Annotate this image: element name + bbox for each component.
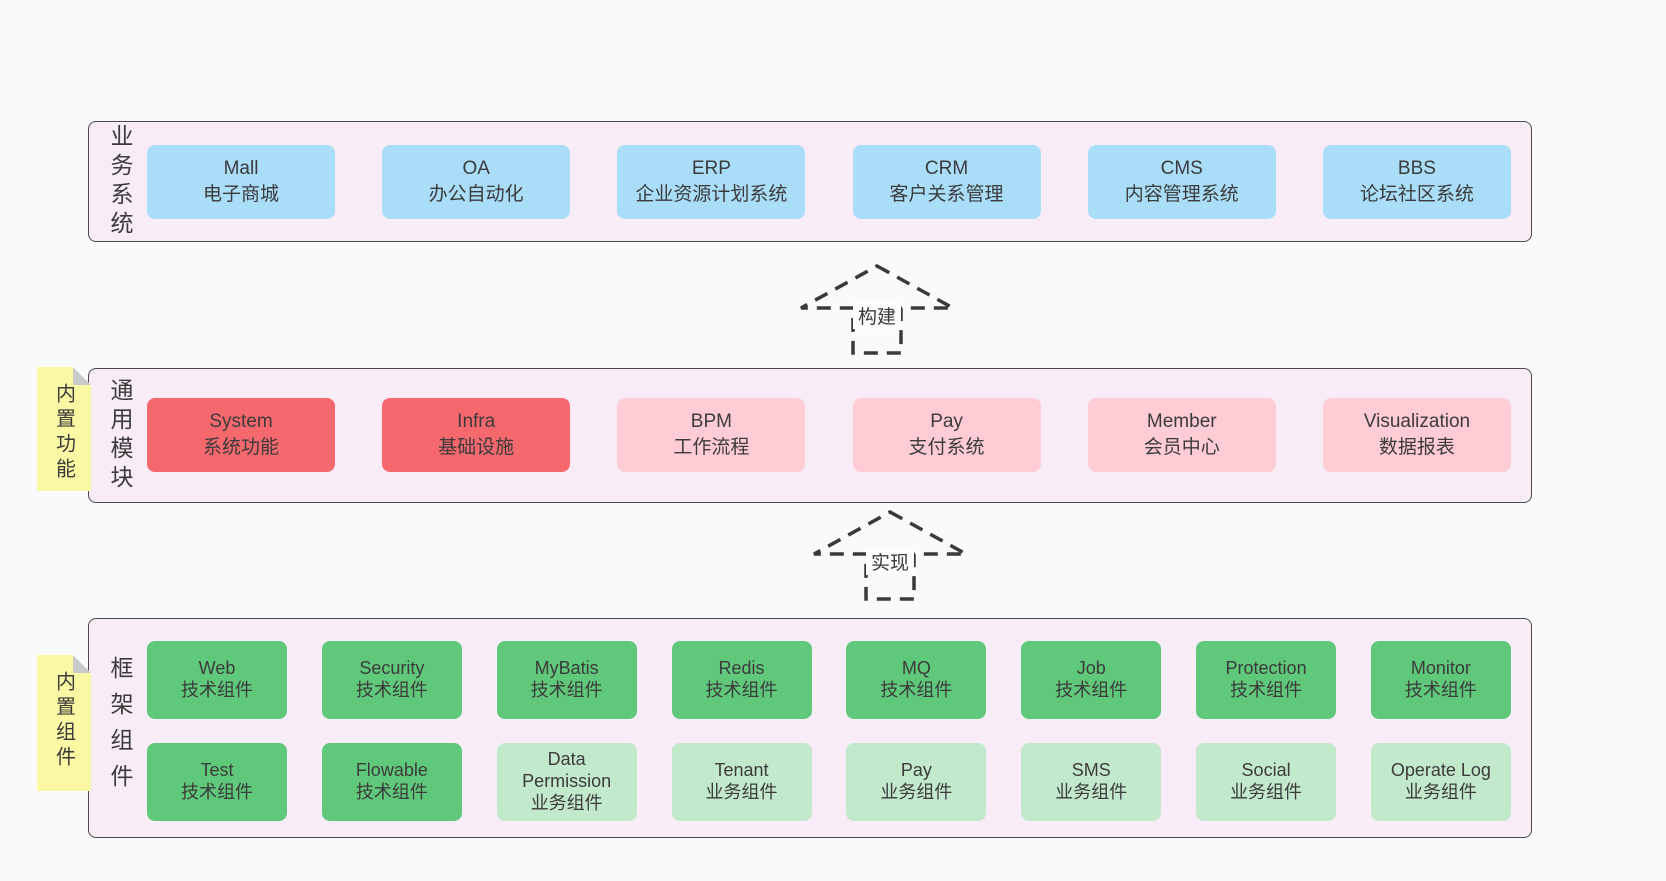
framework-components-row-1: Web 技术组件 Security 技术组件 MyBatis 技术组件 Redi… [147, 641, 1511, 719]
build-arrow: 构建 [797, 262, 957, 357]
sticky-note-builtin-features: 内置功能 [37, 367, 91, 491]
box-crm: CRM 客户关系管理 [852, 145, 1041, 219]
box-member: Member 会员中心 [1087, 398, 1276, 472]
layer-framework-components: 内置组件 框架组件 Web 技术组件 Security 技术组件 MyBatis… [88, 618, 1532, 838]
box-security: Security 技术组件 [321, 641, 462, 719]
box-cms: CMS 内容管理系统 [1087, 145, 1276, 219]
box-mq: MQ 技术组件 [846, 641, 987, 719]
box-test: Test 技术组件 [147, 743, 287, 821]
implement-arrow: 实现 [810, 508, 970, 603]
layer-business-systems: 业务系统 Mall 电子商城 OA 办公自动化 ERP 企业资源计划系统 CRM… [88, 121, 1532, 242]
build-arrow-label: 构建 [852, 302, 902, 329]
box-data-permission: Data Permission 业务组件 [496, 743, 637, 821]
box-flowable: Flowable 技术组件 [321, 743, 462, 821]
box-pay-biz: Pay 业务组件 [846, 743, 987, 821]
implement-arrow-label: 实现 [865, 548, 915, 575]
box-erp: ERP 企业资源计划系统 [617, 145, 806, 219]
box-mybatis: MyBatis 技术组件 [496, 641, 637, 719]
box-social: Social 业务组件 [1196, 743, 1337, 821]
common-modules-row: System 系统功能 Infra 基础设施 BPM 工作流程 Pay 支付系统… [147, 398, 1511, 472]
box-job: Job 技术组件 [1021, 641, 1162, 719]
framework-components-row-2: Test 技术组件 Flowable 技术组件 Data Permission … [147, 743, 1511, 821]
box-tenant: Tenant 业务组件 [671, 743, 812, 821]
box-pay: Pay 支付系统 [852, 398, 1041, 472]
box-operate-log: Operate Log 业务组件 [1370, 743, 1511, 821]
up-arrow-icon [813, 510, 967, 601]
box-oa: OA 办公自动化 [382, 145, 571, 219]
layer-label-business-systems: 业务系统 [107, 123, 133, 240]
box-monitor: Monitor 技术组件 [1370, 641, 1511, 719]
box-sms: SMS 业务组件 [1021, 743, 1162, 821]
layer-label-common-modules: 通用模块 [107, 377, 133, 494]
box-infra: Infra 基础设施 [382, 398, 571, 472]
box-protection: Protection 技术组件 [1196, 641, 1337, 719]
box-system: System 系统功能 [147, 398, 335, 472]
sticky-note-builtin-components: 内置组件 [37, 655, 91, 791]
layer-common-modules: 内置功能 通用模块 System 系统功能 Infra 基础设施 BPM 工作流… [88, 368, 1532, 503]
layer-label-framework-components: 框架组件 [107, 656, 133, 800]
box-web: Web 技术组件 [147, 641, 287, 719]
up-arrow-icon [800, 264, 954, 355]
box-bpm: BPM 工作流程 [617, 398, 806, 472]
box-redis: Redis 技术组件 [671, 641, 812, 719]
box-bbs: BBS 论坛社区系统 [1322, 145, 1511, 219]
box-mall: Mall 电子商城 [147, 145, 335, 219]
box-visualization: Visualization 数据报表 [1322, 398, 1511, 472]
business-systems-row: Mall 电子商城 OA 办公自动化 ERP 企业资源计划系统 CRM 客户关系… [147, 145, 1511, 219]
